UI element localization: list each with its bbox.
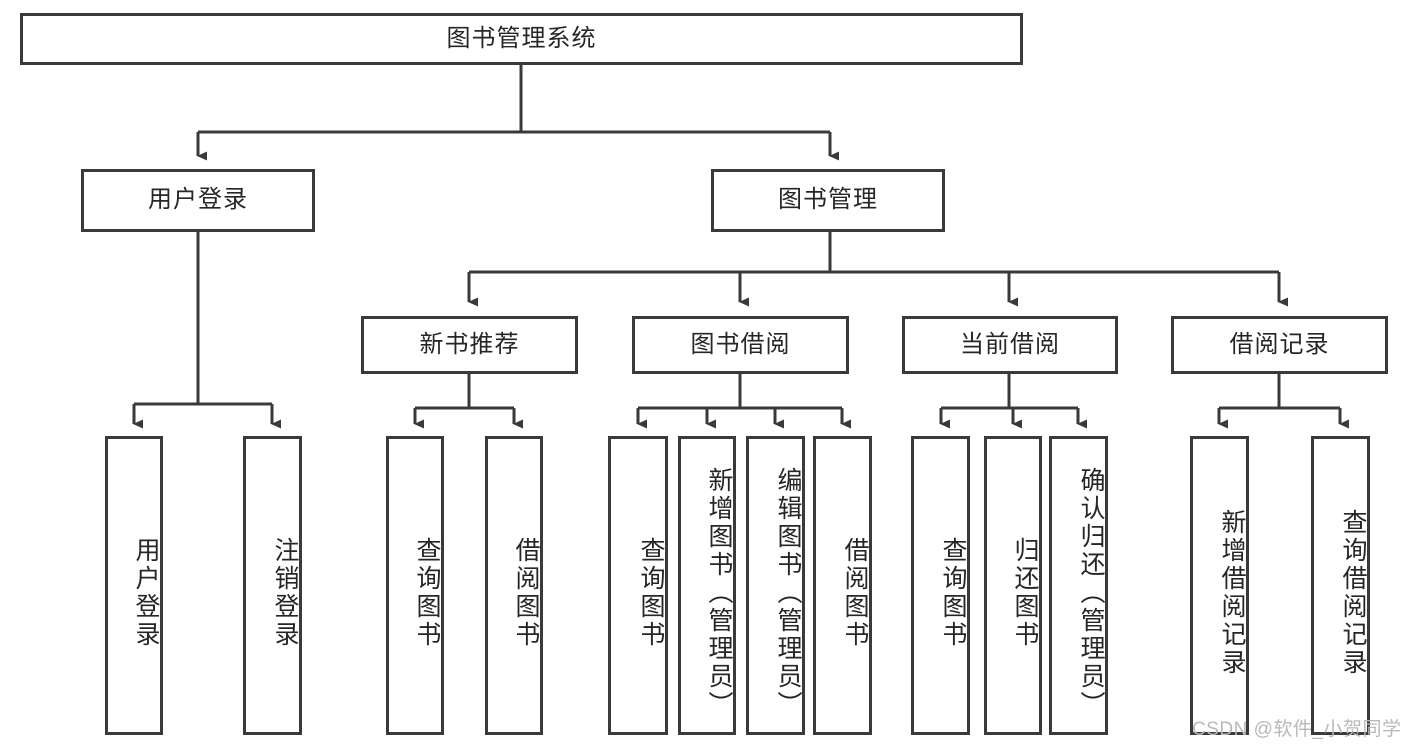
node-borrow-borrow-book-label: 借阅图书 [841,536,869,649]
node-borrow-edit-book-label: 编辑图书（管理员） [774,466,802,719]
node-recommend-query-book-label: 查询图书 [413,536,441,649]
node-new-book-recommend[interactable]: 新书推荐 [361,316,578,374]
node-records-query-record-label: 查询借阅记录 [1339,508,1367,677]
node-borrow-borrow-book[interactable]: 借阅图书 [813,436,872,735]
node-user-login-signin-label: 用户登录 [132,536,160,649]
node-book-borrowing-label: 图书借阅 [690,330,791,358]
node-records-add-record-label: 新增借阅记录 [1218,508,1246,677]
node-records-query-record[interactable]: 查询借阅记录 [1311,436,1370,735]
node-current-confirm-return-label: 确认归还（管理员） [1077,466,1105,719]
node-records-add-record[interactable]: 新增借阅记录 [1190,436,1249,735]
node-current-return-book-label: 归还图书 [1011,536,1039,649]
node-book-management[interactable]: 图书管理 [711,169,945,232]
node-user-login-signout[interactable]: 注销登录 [243,436,302,735]
node-current-return-book[interactable]: 归还图书 [984,436,1042,735]
node-new-book-recommend-label: 新书推荐 [419,330,520,358]
node-current-borrowing[interactable]: 当前借阅 [902,316,1118,374]
node-current-query-book[interactable]: 查询图书 [911,436,970,735]
node-current-borrowing-label: 当前借阅 [960,330,1060,358]
node-current-query-book-label: 查询图书 [939,536,967,649]
csdn-watermark: CSDN @软件_小贺同学 [1192,719,1402,740]
node-borrow-query-book[interactable]: 查询图书 [608,436,668,735]
node-recommend-borrow-book-label: 借阅图书 [512,536,540,649]
node-current-confirm-return[interactable]: 确认归还（管理员） [1049,436,1108,735]
node-user-login-signin[interactable]: 用户登录 [105,436,163,735]
node-root-label: 图书管理系统 [446,24,597,52]
node-user-login[interactable]: 用户登录 [81,169,315,232]
node-book-management-label: 图书管理 [778,186,878,214]
node-borrow-add-book[interactable]: 新增图书（管理员） [678,436,736,735]
node-borrow-records-label: 借阅记录 [1229,330,1330,358]
node-recommend-borrow-book[interactable]: 借阅图书 [485,436,543,735]
node-root[interactable]: 图书管理系统 [20,13,1023,65]
node-borrow-records[interactable]: 借阅记录 [1171,316,1388,374]
node-borrow-edit-book[interactable]: 编辑图书（管理员） [746,436,805,735]
node-recommend-query-book[interactable]: 查询图书 [386,436,444,735]
node-borrow-add-book-label: 新增图书（管理员） [705,466,733,719]
node-book-borrowing[interactable]: 图书借阅 [632,316,849,374]
node-borrow-query-book-label: 查询图书 [637,536,665,649]
node-user-login-label: 用户登录 [148,186,248,214]
node-user-login-signout-label: 注销登录 [271,536,299,649]
